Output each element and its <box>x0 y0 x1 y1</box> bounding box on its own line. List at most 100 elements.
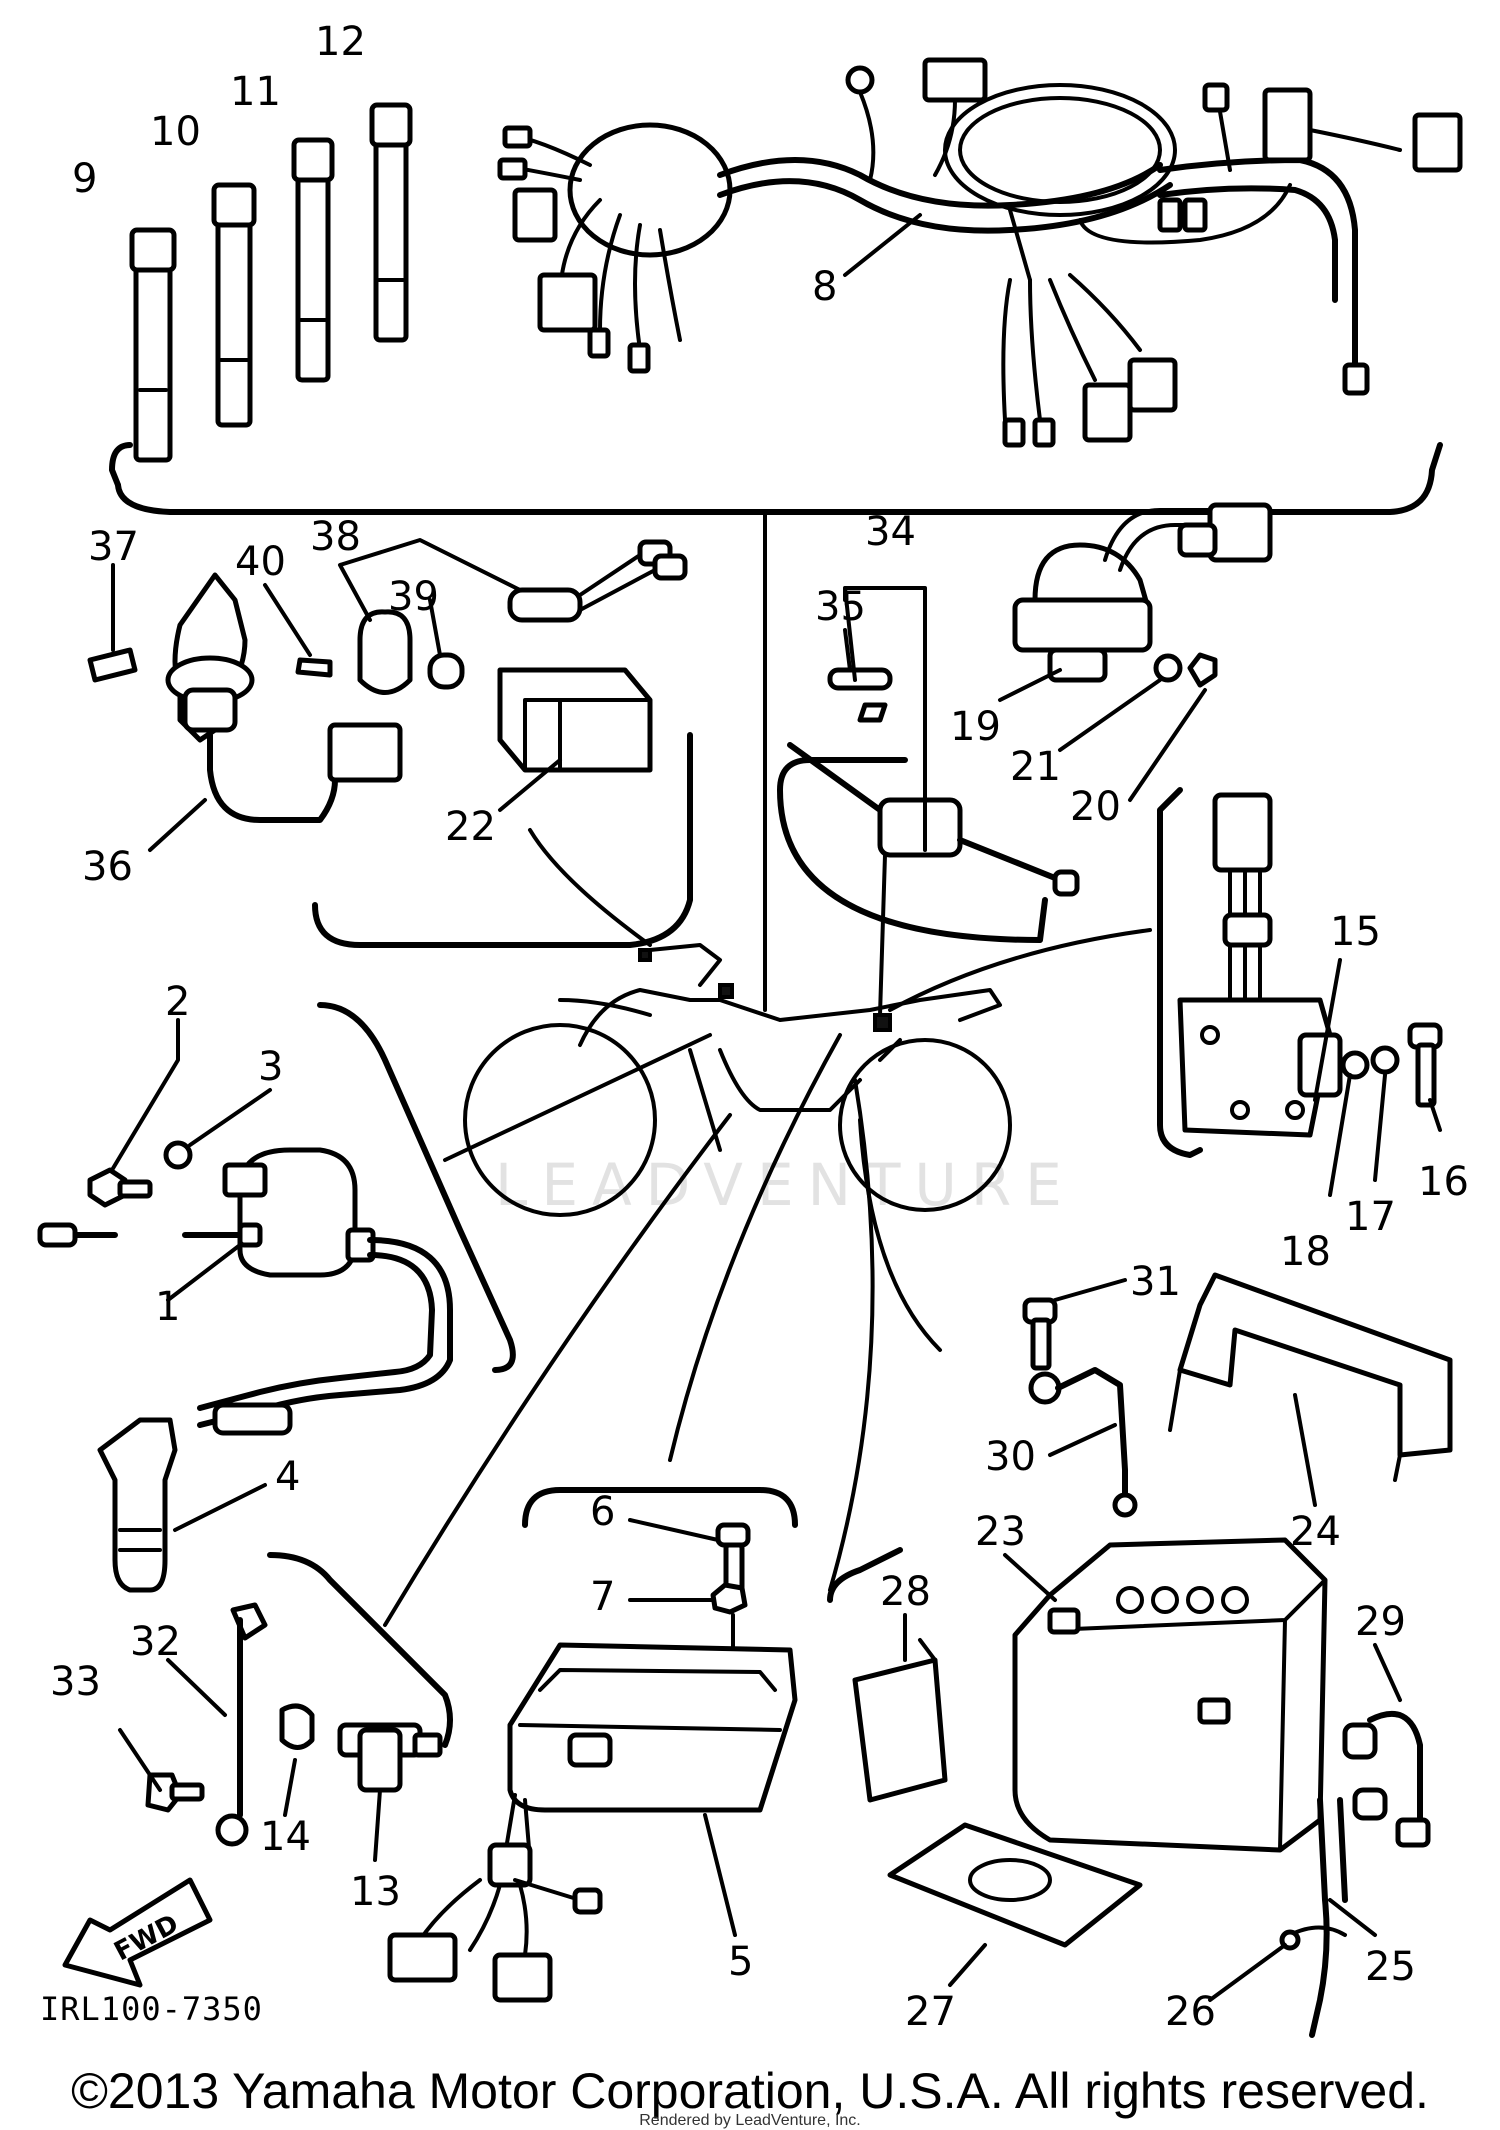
callout-33: 33 <box>50 1659 101 1705</box>
battery-lead <box>1028 1367 1138 1518</box>
washer-18 <box>1340 1050 1370 1080</box>
bolt-2 <box>87 1167 153 1208</box>
leader-38 <box>338 538 522 622</box>
breather-hose <box>1279 1797 1348 2038</box>
leader-battery-group <box>828 1078 875 1592</box>
lamp-rectangle <box>87 647 138 683</box>
leader-40 <box>263 583 312 657</box>
callout-37: 37 <box>88 524 139 570</box>
callout-39: 39 <box>388 574 439 620</box>
callout-labels: 1 2 3 4 5 6 7 8 9 10 11 12 13 14 15 16 1… <box>50 19 1469 2035</box>
callout-28: 28 <box>880 1569 931 1615</box>
bolt-33 <box>145 1772 205 1813</box>
callout-31: 31 <box>1130 1259 1181 1305</box>
callout-35: 35 <box>815 584 866 630</box>
battery-band <box>1168 1272 1453 1482</box>
callout-26: 26 <box>1165 1989 1216 2035</box>
leader-31 <box>1053 1278 1127 1302</box>
top-group-bracket <box>109 442 1443 515</box>
leader-30 <box>1048 1423 1117 1457</box>
callout-18: 18 <box>1280 1229 1331 1275</box>
voltage-regulator <box>387 1642 798 2003</box>
leader-13 <box>373 1788 382 1862</box>
watermark: LEADVENTURE <box>495 1151 1076 1219</box>
callout-32: 32 <box>130 1619 181 1665</box>
leader-starter-group <box>383 1113 732 1627</box>
callout-38: 38 <box>310 514 361 560</box>
starter-group-bracket <box>267 1552 453 1748</box>
leader-32 <box>166 1658 227 1717</box>
battery <box>1012 1537 1328 1853</box>
leader-15 <box>1313 958 1342 1102</box>
main-switch-group-bracket <box>312 732 693 948</box>
copyright-notice: ©2013 Yamaha Motor Corporation, U.S.A. A… <box>71 2063 1429 2119</box>
fuse-lead <box>1342 1710 1431 1848</box>
main-switch <box>165 572 403 823</box>
neutral-sensor <box>827 667 893 723</box>
callout-14: 14 <box>260 1814 311 1860</box>
grommet-14 <box>279 1703 315 1750</box>
callout-19: 19 <box>950 704 1001 750</box>
callout-3: 3 <box>258 1044 283 1090</box>
cable-band-10 <box>211 182 257 428</box>
leader-39 <box>428 598 442 657</box>
callout-25: 25 <box>1365 1944 1416 1990</box>
nut-7 <box>710 1582 748 1615</box>
callout-10: 10 <box>150 109 201 155</box>
callout-40: 40 <box>235 539 286 585</box>
leader-14 <box>283 1758 297 1817</box>
leader-22 <box>498 758 562 812</box>
bulb <box>427 652 465 690</box>
rectifier-regulator <box>497 667 653 773</box>
bolt-31 <box>1022 1297 1058 1371</box>
leader-19 <box>998 668 1062 702</box>
leader-battery-group-2 <box>858 1118 942 1352</box>
battery-cover <box>852 1638 948 1803</box>
leader-17 <box>1373 1073 1387 1182</box>
callout-20: 20 <box>1070 784 1121 830</box>
rectifier-group-bracket <box>522 1487 798 1528</box>
diagram-code: IRL100-7350 <box>40 1990 263 2028</box>
leader-23 <box>1003 1553 1057 1602</box>
rendered-by-note: Rendered by LeadVenture, Inc. <box>639 2112 861 2129</box>
cable-band-12 <box>369 102 413 343</box>
bolt-16 <box>1407 1022 1443 1108</box>
washer-21 <box>1153 653 1183 683</box>
leader-20 <box>1128 688 1207 802</box>
starter-relay <box>337 1722 443 1793</box>
battery-group-bracket <box>827 1547 903 1603</box>
small-plate <box>295 657 333 678</box>
leader-cdi-group <box>888 928 1152 1012</box>
leader-3 <box>188 1088 272 1147</box>
cable-band-11 <box>291 137 335 383</box>
leader-coil-group <box>443 1033 712 1162</box>
leader-29 <box>1373 1643 1402 1702</box>
callout-1: 1 <box>155 1284 180 1330</box>
bolt-6 <box>715 1522 751 1598</box>
leader-34 <box>843 586 927 852</box>
pilot-switch <box>1012 502 1273 683</box>
callout-4: 4 <box>275 1454 300 1500</box>
nut-20 <box>1187 652 1218 688</box>
callout-15: 15 <box>1330 909 1381 955</box>
callout-34: 34 <box>865 509 916 555</box>
leader-8 <box>843 213 922 277</box>
callout-5: 5 <box>728 1939 753 1985</box>
leader-5 <box>703 1813 737 1937</box>
wire-harness <box>497 57 1463 448</box>
leader-27 <box>948 1943 987 1987</box>
coil-group-bracket <box>317 1002 516 1373</box>
cable-band-9 <box>129 227 177 463</box>
callout-21: 21 <box>1010 744 1061 790</box>
callout-22: 22 <box>445 804 496 850</box>
leader-6 <box>628 1518 720 1542</box>
bulb-cover <box>357 609 413 695</box>
callout-27: 27 <box>905 1989 956 2035</box>
callout-30: 30 <box>985 1434 1036 1480</box>
leader-switch-group <box>528 828 652 947</box>
callout-13: 13 <box>350 1869 401 1915</box>
callout-24: 24 <box>1290 1509 1341 1555</box>
callout-8: 8 <box>812 264 837 310</box>
spark-plug-cap <box>97 1417 178 1593</box>
